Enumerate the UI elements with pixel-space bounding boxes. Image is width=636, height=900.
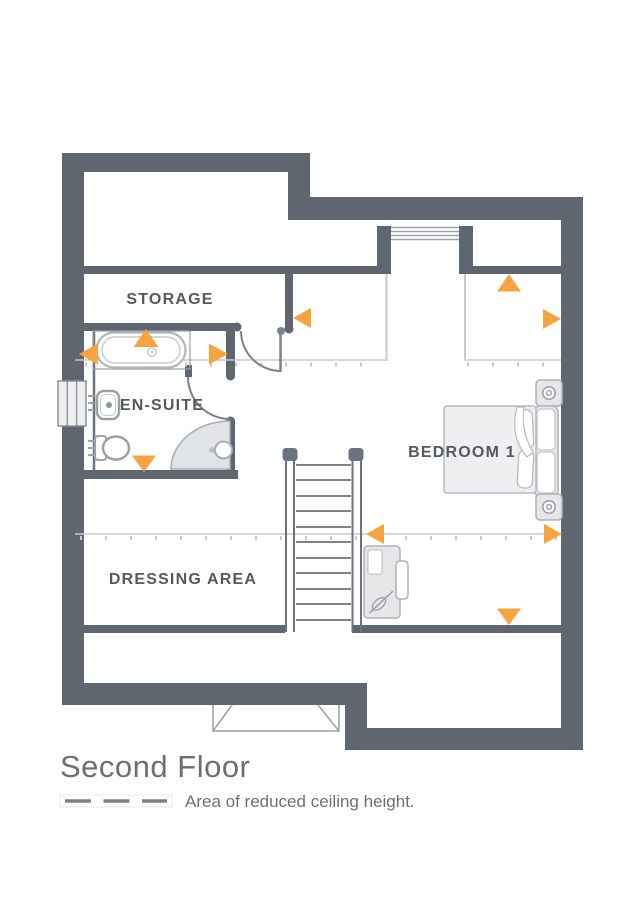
room-label-bedroom-1: BEDROOM 1 [408, 444, 516, 461]
nightstand-lamp-icon [535, 493, 563, 521]
nightstand-lamp-icon [535, 379, 563, 407]
arrow-up-icon [497, 274, 521, 292]
arrow-right-icon [543, 309, 561, 329]
arrow-right-icon [544, 524, 562, 544]
wall-window-icon [57, 380, 87, 427]
legend: Area of reduced ceiling height. [59, 792, 415, 811]
arrow-left-icon [293, 308, 311, 328]
arrow-left-icon [79, 343, 98, 365]
room-label-en-suite: EN-SUITE [120, 397, 204, 414]
page-title: Second Floor [60, 749, 250, 784]
exterior-walls [62, 153, 583, 750]
arrow-down-icon [132, 455, 156, 472]
toilet-icon [88, 435, 131, 461]
door-arc-ensuite [187, 376, 231, 420]
double-bed-icon [443, 405, 559, 497]
room-label-storage: STORAGE [126, 291, 213, 308]
staircase [282, 448, 364, 632]
room-label-dressing-area: DRESSING AREA [109, 571, 257, 588]
door-arc-landing [240, 330, 282, 372]
arrow-up-icon [133, 329, 159, 347]
legend-text: Area of reduced ceiling height. [185, 792, 415, 811]
direction-arrows [79, 274, 562, 625]
arrow-left-icon [366, 524, 384, 544]
arrow-right-icon [209, 343, 228, 365]
dressing-table-icon [363, 545, 409, 619]
shower-icon [170, 420, 233, 470]
interior-walls [62, 226, 583, 633]
dormer-bay-icon [212, 704, 340, 732]
dormer-window-icon [391, 225, 459, 241]
wash-basin-icon [88, 389, 121, 421]
arrow-down-icon [497, 608, 521, 625]
